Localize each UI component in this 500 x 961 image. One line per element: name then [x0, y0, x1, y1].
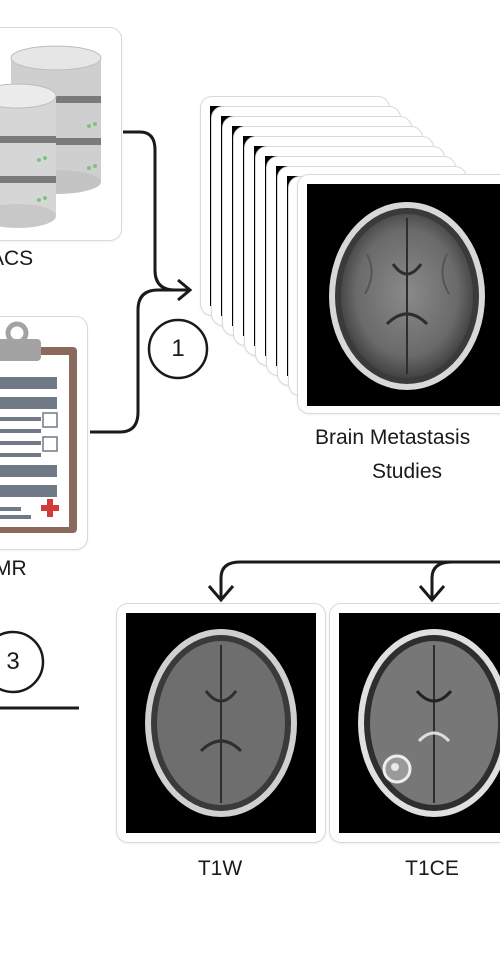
pacs-label: ACS: [0, 247, 34, 270]
arrow-icon: [90, 288, 188, 434]
arrow-icon: [219, 560, 500, 598]
clipboard-icon: [0, 321, 77, 533]
t1w-label: T1W: [197, 857, 243, 880]
step-1-circle: [147, 318, 209, 380]
study-front-card: [297, 174, 500, 414]
emr-label: MR: [0, 557, 27, 580]
step-3-circle: [0, 630, 45, 694]
arrow-icon: [430, 560, 500, 598]
arrow-icon: [123, 130, 188, 292]
pacs-card: [0, 27, 122, 241]
t1ce-label: T1CE: [405, 857, 459, 880]
t1w-card: [116, 603, 326, 843]
step-3-number: 3: [6, 648, 20, 675]
studies-label-line1: Brain Metastasis: [315, 426, 471, 449]
emr-card: [0, 316, 88, 550]
studies-label-line2: Studies: [371, 460, 443, 483]
mri-slice-icon: [145, 629, 297, 817]
step-1-number: 1: [171, 335, 185, 362]
mri-slice-icon: [329, 202, 485, 390]
t1ce-card: [329, 603, 500, 843]
mri-slice-icon: [358, 629, 500, 817]
database-icon: [0, 45, 102, 228]
